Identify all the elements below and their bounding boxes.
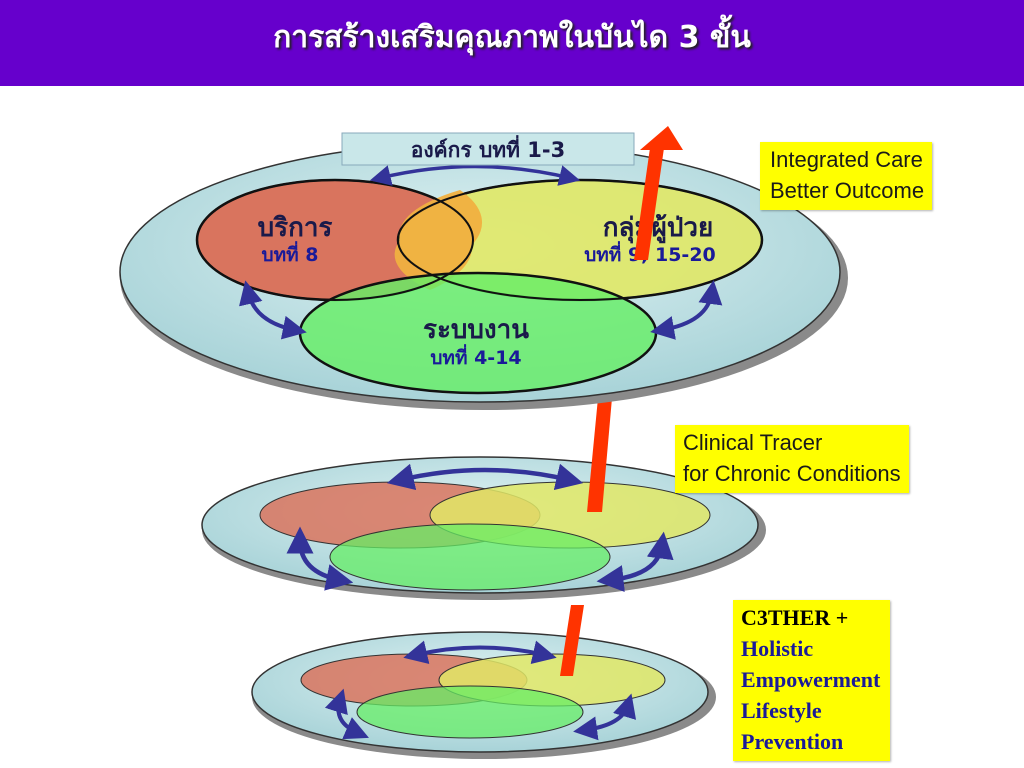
link-arrow-left-bottom: [324, 688, 369, 740]
note-bottom-line-5: Prevention: [741, 729, 844, 754]
note-clinical-tracer: Clinical Tracer for Chronic Conditions: [675, 425, 909, 493]
link-arrow-top-bottom: [403, 640, 557, 664]
upward-arrow-middle: [587, 398, 612, 512]
organization-label: องค์กร บทที่ 1-3: [411, 134, 566, 162]
patient-group-label: กลุ่มผู้ป่วย: [603, 213, 713, 244]
link-arrow-left-middle: [286, 526, 354, 591]
circle-system-middle: [329, 523, 611, 591]
service-chapter-label: บทที่ 8: [262, 241, 319, 266]
note-c3ther: C3THER + Holistic Empowerment Lifestyle …: [733, 600, 891, 761]
title-bar: การสร้างเสริมคุณภาพในบันได 3 ขั้น: [0, 0, 1024, 86]
note-top-line-2: Better Outcome: [770, 178, 925, 203]
note-bottom-line-4: Lifestyle: [741, 698, 822, 723]
upward-arrow-top: [634, 126, 683, 260]
level-top: องค์กร บทที่ 1-3 บริการ บทที่ 8 กลุ่มผู้…: [119, 132, 848, 410]
note-middle-line-2: for Chronic Conditions: [683, 461, 901, 486]
service-label: บริการ: [258, 213, 333, 243]
link-arrow-top-top: [369, 164, 581, 186]
link-arrow-top-middle: [386, 463, 584, 491]
note-bottom-line-3: Empowerment: [741, 667, 881, 692]
upward-arrow-lower: [560, 605, 584, 676]
link-arrow-right-bottom: [573, 693, 637, 741]
page-title: การสร้างเสริมคุณภาพในบันได 3 ขั้น: [273, 19, 751, 55]
note-integrated-care: Integrated Care Better Outcome: [760, 142, 933, 210]
circle-system-bottom: [356, 685, 584, 739]
organization-label-box: [341, 132, 635, 166]
system-chapter-label: บทที่ 4-14: [430, 344, 521, 369]
note-top-line-1: Integrated Care: [770, 147, 923, 172]
link-arrow-right-middle: [596, 531, 674, 593]
system-label: ระบบงาน: [423, 315, 529, 345]
note-bottom-line-2: Holistic: [741, 636, 814, 661]
link-arrow-left-top: [239, 280, 307, 340]
level-middle: [201, 456, 766, 600]
circle-service-outline: [196, 179, 474, 301]
note-bottom-line-1: C3THER +: [741, 605, 849, 630]
note-middle-line-1: Clinical Tracer: [683, 430, 823, 455]
link-arrow-right-top: [650, 280, 723, 340]
level-bottom: [251, 631, 716, 759]
